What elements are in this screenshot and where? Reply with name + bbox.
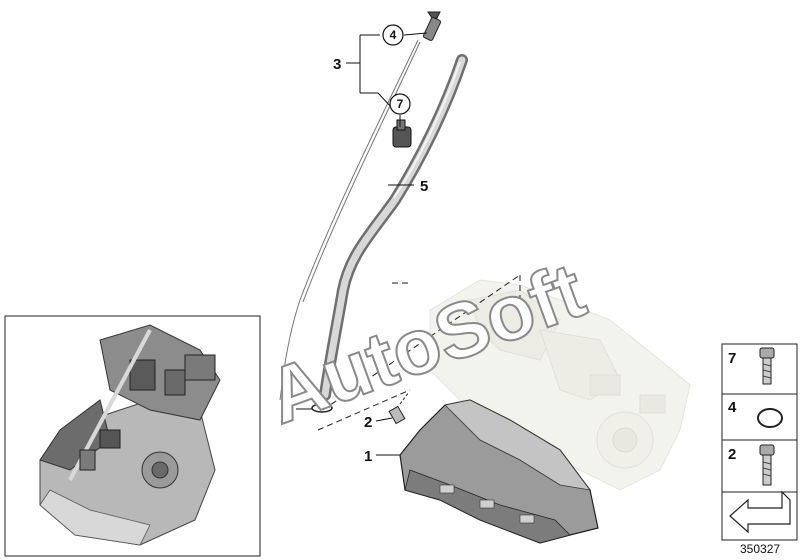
oil-pan [399,399,599,544]
guide-tube [319,54,468,401]
svg-text:4: 4 [728,399,737,416]
callout-2: 2 [364,414,372,431]
callout-5: 5 [420,178,428,195]
callout-6: 6 [284,402,292,419]
document-number: 350327 [740,542,780,556]
callout-1: 1 [364,448,372,465]
svg-text:7: 7 [397,97,404,111]
legend-item-7: 7 [728,347,775,385]
dipstick-handle [422,11,442,41]
callout-7: 7 [389,93,411,115]
o-ring-icon [757,408,783,428]
svg-text:7: 7 [728,350,736,367]
arrow-icon [729,490,791,534]
svg-text:4: 4 [390,28,397,42]
tube-clip [392,119,412,148]
svg-text:2: 2 [728,446,736,463]
callout-3-bracket [346,34,393,109]
callout-3: 3 [333,56,341,73]
bolt-icon [759,444,775,486]
assembly-lines [317,274,521,431]
engine-overview-inset [4,315,261,557]
legend-item-2: 2 [728,444,775,486]
leader-lines [296,32,428,456]
bolt-part [388,391,410,425]
dipstick-wire [279,39,421,401]
callout-4: 4 [382,24,404,46]
engine-block-ghost [429,279,691,491]
bolt-icon [759,347,775,385]
o-ring-part [311,403,333,413]
legend-item-4: 4 [728,399,783,428]
